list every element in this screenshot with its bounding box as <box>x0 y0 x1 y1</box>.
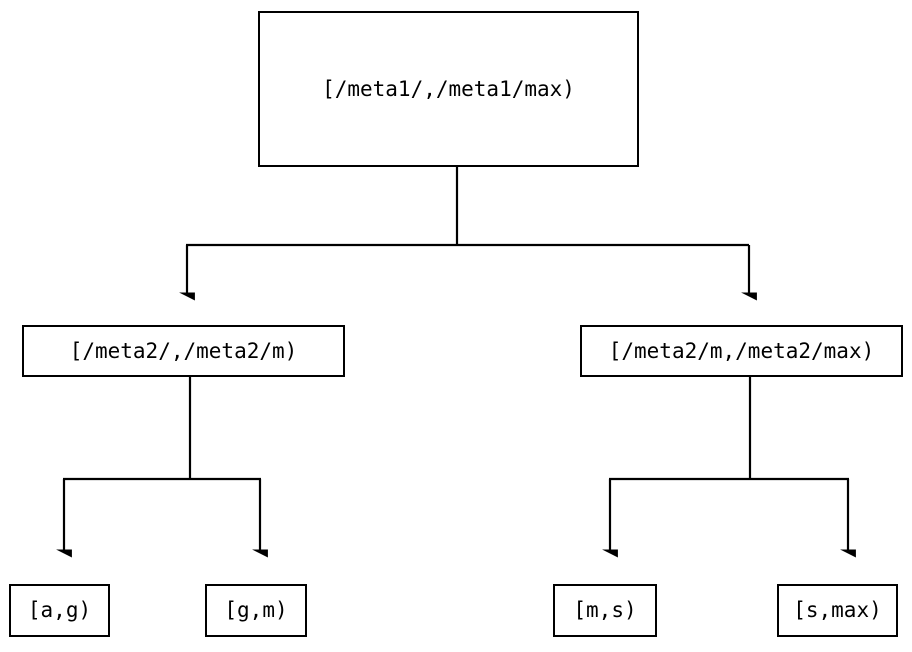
leaf-node-a-g[interactable]: [a,g) <box>9 584 110 637</box>
mid-node-left[interactable]: [/meta2/,/meta2/m) <box>22 325 345 377</box>
edge-root-to-mid-left <box>186 167 749 293</box>
leaf-node-s-max[interactable]: [s,max) <box>777 584 898 637</box>
leaf-node-a-g-label: [a,g) <box>27 598 92 622</box>
edge-mid-left-to-leaf-a-g <box>63 377 261 550</box>
leaf-node-m-s-label: [m,s) <box>573 598 637 622</box>
leaf-node-s-max-label: [s,max) <box>793 598 882 622</box>
edge-mid-right-to-leaf-m-s <box>609 377 849 550</box>
root-node-label: [/meta1/,/meta1/max) <box>322 76 575 101</box>
mid-node-left-label: [/meta2/,/meta2/m) <box>69 338 298 363</box>
mid-node-right-label: [/meta2/m,/meta2/max) <box>608 338 875 363</box>
leaf-node-g-m-label: [g,m) <box>224 598 288 622</box>
mid-node-right[interactable]: [/meta2/m,/meta2/max) <box>580 325 903 377</box>
leaf-node-g-m[interactable]: [g,m) <box>205 584 307 637</box>
leaf-node-m-s[interactable]: [m,s) <box>553 584 657 637</box>
root-node[interactable]: [/meta1/,/meta1/max) <box>258 11 639 167</box>
